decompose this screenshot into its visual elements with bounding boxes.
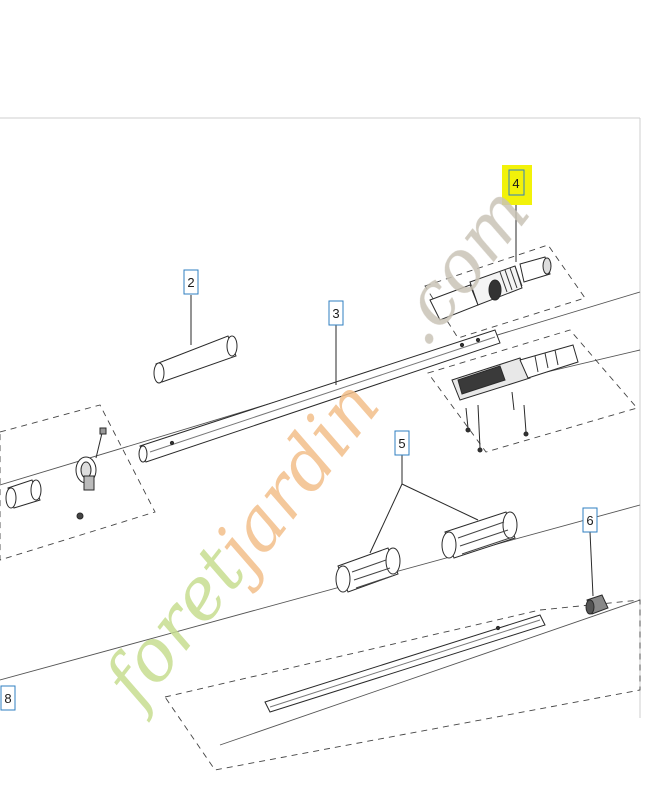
callout-2-label: 2 <box>187 275 194 290</box>
callout-8-label: 8 <box>4 691 11 706</box>
leader-lines <box>190 205 594 597</box>
page-frame <box>0 117 641 718</box>
callout-5-label: 5 <box>398 436 405 451</box>
callout-2[interactable]: 2 <box>183 269 199 295</box>
callout-4[interactable]: 4 <box>508 169 525 196</box>
dashed-boxes <box>0 244 641 771</box>
callout-4-label: 4 <box>512 176 519 191</box>
callout-6[interactable]: 6 <box>582 507 598 533</box>
callout-6-label: 6 <box>586 513 593 528</box>
callout-3[interactable]: 3 <box>328 300 344 326</box>
left-clamp-assembly <box>5 427 107 520</box>
callout-8[interactable]: 8 <box>0 685 16 711</box>
part-4-coupling <box>429 256 552 321</box>
part-2-sleeve <box>153 335 238 384</box>
part-6-end-cap <box>585 594 609 615</box>
callout-4-highlight <box>502 165 532 205</box>
trigger-housing-assembly <box>451 344 579 453</box>
callout-3-label: 3 <box>332 306 339 321</box>
part-3-long-tube <box>138 329 501 463</box>
callout-5[interactable]: 5 <box>394 430 410 456</box>
part-5-grips <box>335 511 518 593</box>
lower-long-tube <box>264 614 546 713</box>
